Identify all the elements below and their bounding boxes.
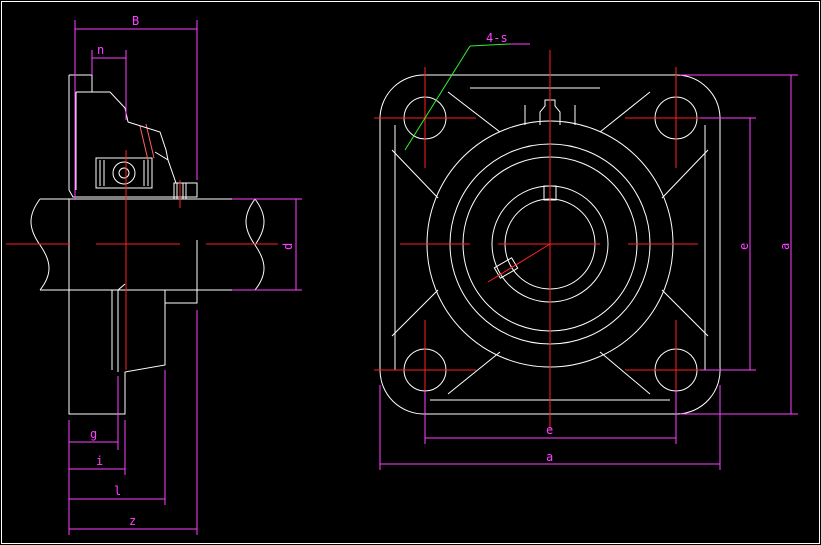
set-screw-lines bbox=[176, 183, 184, 199]
housing-bore bbox=[111, 240, 198, 372]
dim-label-d: d bbox=[281, 243, 295, 250]
housing-upper bbox=[68, 74, 198, 198]
front-set-screw-side bbox=[493, 257, 519, 279]
dim-label-n: n bbox=[97, 43, 104, 57]
dim-label-a-vertical: a bbox=[778, 243, 792, 250]
dim-label-l: l bbox=[114, 484, 121, 498]
side-centerlines bbox=[6, 150, 278, 370]
dim-label-g: g bbox=[90, 427, 97, 441]
flange-outline bbox=[379, 74, 721, 415]
flange-inner-square bbox=[394, 87, 706, 401]
dim-label-B: B bbox=[132, 14, 139, 28]
housing-flange bbox=[68, 199, 198, 415]
bearing-ball-inner bbox=[118, 167, 130, 179]
front-dimensions bbox=[379, 43, 798, 470]
hole-count-label: 4-s bbox=[486, 31, 508, 45]
bearing-ball bbox=[112, 161, 136, 185]
bearing-seal bbox=[99, 160, 149, 186]
dim-label-e-horizontal: e bbox=[546, 423, 553, 437]
dim-label-a-horizontal: a bbox=[546, 450, 553, 464]
corner-webs bbox=[391, 91, 709, 395]
grease-channel bbox=[139, 123, 155, 161]
side-dimensions bbox=[68, 20, 302, 535]
hole-leader bbox=[404, 43, 511, 151]
bearing-insert bbox=[95, 157, 153, 189]
dim-label-i: i bbox=[96, 454, 103, 468]
dim-label-z: z bbox=[129, 514, 136, 528]
dim-label-e-vertical: e bbox=[737, 243, 751, 250]
shaft-outline bbox=[30, 198, 268, 291]
side-view bbox=[30, 74, 268, 415]
inner-ring bbox=[127, 121, 169, 161]
